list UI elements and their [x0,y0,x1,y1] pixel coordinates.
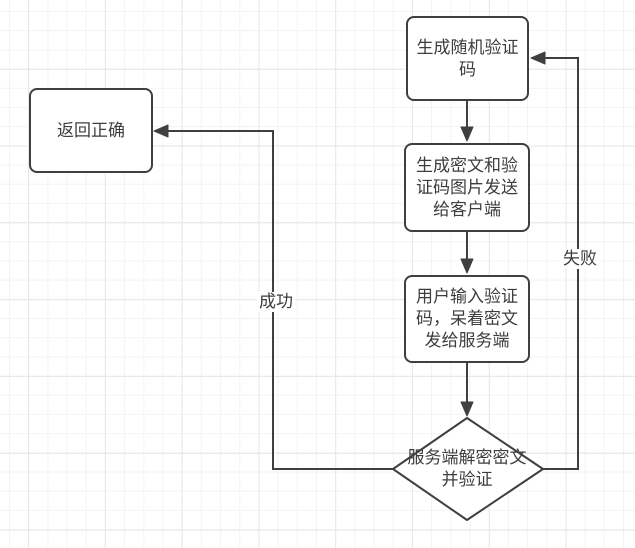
node-user-input[interactable]: 用户输入验证 码，呆着密文 发给服务端 [404,275,530,363]
arrowhead-left-icon [530,51,546,65]
node-decision[interactable] [392,417,544,521]
edge-generate-to-send[interactable] [460,101,474,142]
arrowhead-down-icon [460,126,474,142]
arrowhead-down-icon [460,401,474,417]
node-send-to-client-label: 生成密文和验 证码图片发送 给客户端 [416,155,518,219]
arrowhead-down-icon [460,258,474,274]
edge-input-to-decision[interactable] [460,363,474,417]
node-return-correct-label: 返回正确 [57,120,125,140]
node-return-correct[interactable]: 返回正确 [29,88,153,173]
node-generate-code-label: 生成随机验证 码 [416,37,519,79]
edge-label-success[interactable]: 成功 [257,292,295,312]
edge-label-failure[interactable]: 失败 [561,249,599,269]
edge-send-to-input[interactable] [460,232,474,274]
arrowhead-left-icon [153,124,169,138]
node-send-to-client[interactable]: 生成密文和验 证码图片发送 给客户端 [404,143,530,232]
node-generate-code[interactable]: 生成随机验证 码 [406,16,529,101]
node-user-input-label: 用户输入验证 码，呆着密文 发给服务端 [416,287,518,350]
